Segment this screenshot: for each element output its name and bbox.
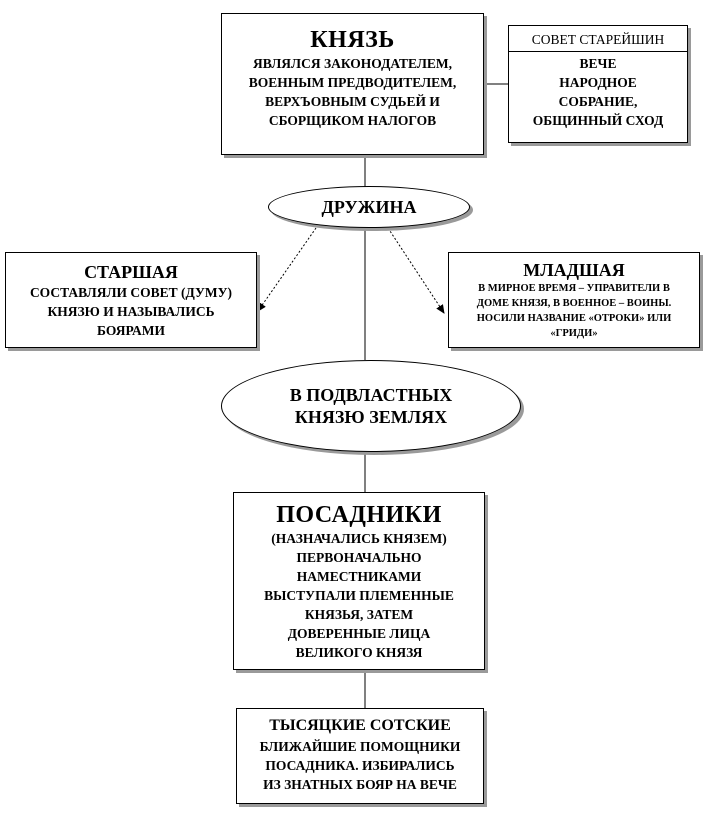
junior-box: МЛАДШАЯ В МИРНОЕ ВРЕМЯ – УПРАВИТЕЛИ В ДО… [448,252,700,348]
council-line: НАРОДНОЕ [559,75,637,90]
prince-box: КНЯЗЬ ЯВЛЯЛСЯ ЗАКОНОДАТЕЛЕМ, ВОЕННЫМ ПРЕ… [221,13,484,155]
senior-line: КНЯЗЮ И НАЗЫВАЛИСЬ [47,304,215,319]
thousands-line: ИЗ ЗНАТНЫХ БОЯР НА ВЕЧЕ [263,777,457,792]
thousands-line: ПОСАДНИКА. ИЗБИРАЛИСЬ [265,758,455,773]
arrow-to-junior [387,227,445,314]
junior-line: НОСИЛИ НАЗВАНИЕ «ОТРОКИ» ИЛИ [476,313,672,324]
thousands-box: ТЫСЯЦКИЕ СОТСКИЕ БЛИЖАЙШИЕ ПОМОЩНИКИ ПОС… [236,708,484,804]
senior-line: СОСТАВЛЯЛИ СОВЕТ (ДУМУ) [29,285,233,300]
posadniki-line: ВЫСТУПАЛИ ПЛЕМЕННЫЕ [264,588,454,603]
posadniki-line: КНЯЗЬЯ, ЗАТЕМ [304,607,414,622]
junior-title: МЛАДШАЯ [523,260,625,280]
council-line: ОБЩИННЫЙ СХОД [532,113,664,128]
prince-line: ЯВЛЯЛСЯ ЗАКОНОДАТЕЛЕМ, [253,56,452,71]
posadniki-line: ВЕЛИКОГО КНЯЗЯ [295,645,423,660]
posadniki-line: ПЕРВОНАЧАЛЬНО [296,550,422,565]
lands-ellipse: В ПОДВЛАСТНЫХ КНЯЗЮ ЗЕМЛЯХ [221,360,521,452]
council-title: ВЕЧЕ [579,56,617,71]
prince-line: ВЕРХЪОВНЫМ СУДЬЕЙ И [265,94,440,109]
thousands-line: БЛИЖАЙШИЕ ПОМОЩНИКИ [259,739,461,754]
posadniki-line: ДОВЕРЕННЫЕ ЛИЦА [287,626,431,641]
druzhina-label: ДРУЖИНА [321,197,417,217]
prince-title: КНЯЗЬ [310,27,395,53]
posadniki-line: НАМЕСТНИКАМИ [296,569,422,584]
council-top-label: СОВЕТ СТАРЕЙШИН [531,32,665,47]
senior-title: СТАРШАЯ [84,262,178,282]
prince-line: ВОЕННЫМ ПРЕДВОДИТЕЛЕМ, [248,75,457,90]
senior-line: БОЯРАМИ [97,323,165,338]
posadniki-title: ПОСАДНИКИ [276,502,442,528]
druzhina-ellipse: ДРУЖИНА [268,186,470,228]
council-line: СОБРАНИЕ, [558,94,638,109]
lands-line: КНЯЗЮ ЗЕМЛЯХ [294,407,448,427]
prince-line: СБОРЩИКОМ НАЛОГОВ [268,113,437,128]
lands-line: В ПОДВЛАСТНЫХ [289,385,453,405]
arrow-to-senior [257,227,317,312]
junior-line: В МИРНОЕ ВРЕМЯ – УПРАВИТЕЛИ В [478,283,670,294]
posadniki-box: ПОСАДНИКИ (НАЗНАЧАЛИСЬ КНЯЗЕМ) ПЕРВОНАЧА… [233,492,485,670]
senior-box: СТАРШАЯ СОСТАВЛЯЛИ СОВЕТ (ДУМУ) КНЯЗЮ И … [5,252,257,348]
council-box: СОВЕТ СТАРЕЙШИН ВЕЧЕ НАРОДНОЕ СОБРАНИЕ, … [508,25,688,143]
posadniki-line: (НАЗНАЧАЛИСЬ КНЯЗЕМ) [271,531,447,546]
council-divider [509,51,687,52]
junior-line: ДОМЕ КНЯЗЯ, В ВОЕННОЕ – ВОИНЫ. [476,298,672,309]
thousands-title: ТЫСЯЦКИЕ СОТСКИЕ [269,717,451,734]
junior-line: «ГРИДИ» [550,328,598,339]
